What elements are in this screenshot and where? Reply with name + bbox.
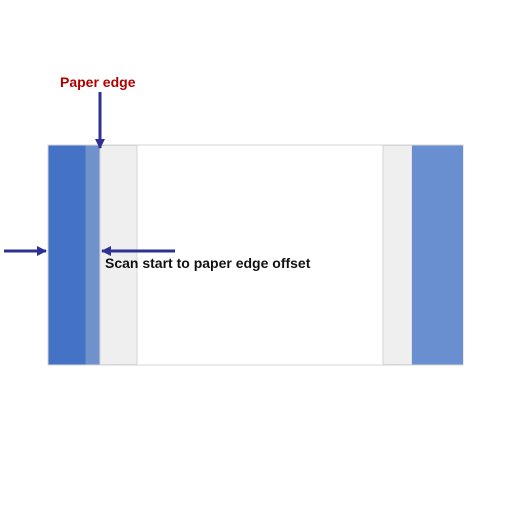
scan-lead-band	[48, 145, 86, 365]
offset-label: Scan start to paper edge offset	[105, 255, 311, 271]
scan-trail-band	[412, 145, 463, 365]
paper-edge-band	[85, 145, 100, 365]
right-margin-band	[382, 145, 413, 365]
paper-edge-label: Paper edge	[60, 74, 136, 90]
